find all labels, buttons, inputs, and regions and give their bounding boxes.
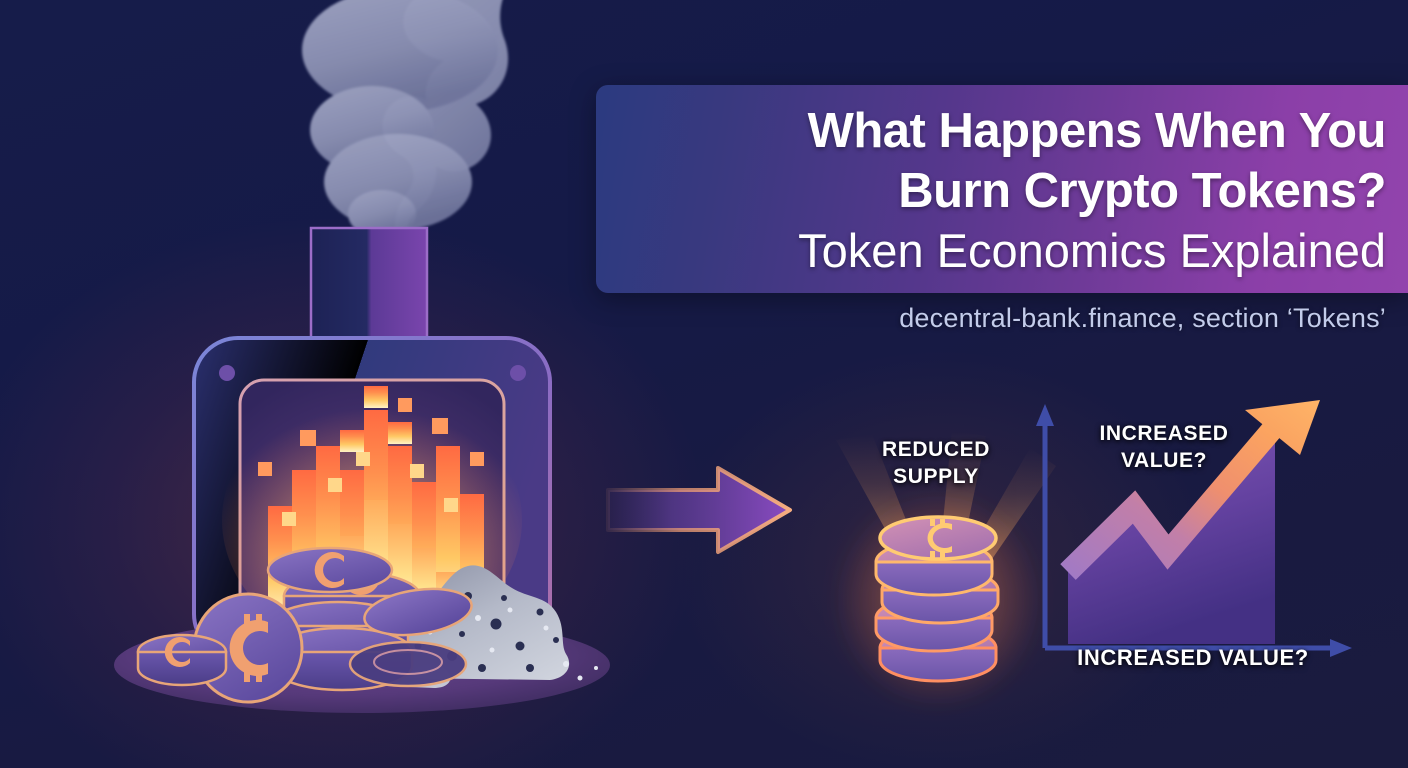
- chart-arrowhead: [1245, 400, 1320, 455]
- flow-arrow-icon: [606, 466, 792, 554]
- title-banner: What Happens When You Burn Crypto Tokens…: [596, 85, 1408, 293]
- label-increased-value-axis: INCREASED VALUE?: [1077, 645, 1309, 670]
- title-line-2: Burn Crypto Tokens?: [898, 164, 1386, 218]
- chart-line: [1060, 410, 1291, 580]
- x-axis-arrowhead: [1330, 639, 1352, 657]
- y-axis-arrowhead: [1036, 404, 1054, 426]
- title-line-3: Token Economics Explained: [798, 224, 1386, 277]
- value-growth-chart: [1036, 400, 1352, 657]
- label-increased-value-chart: INCREASED VALUE?: [1099, 422, 1229, 472]
- burning-coins-pile: [136, 546, 473, 704]
- chart-axes: [1042, 418, 1336, 651]
- label-reduced-supply: REDUCED SUPPLY: [881, 438, 991, 488]
- crypto-coin-symbol: [927, 519, 952, 558]
- title-line-1: What Happens When You: [807, 104, 1387, 158]
- chimney-icon: [309, 226, 429, 340]
- reduced-supply-coin-stack: [833, 430, 1056, 710]
- chart-area-fill: [1068, 425, 1275, 644]
- subtitle-source-line: decentral-bank.finance, section ‘Tokens’: [899, 303, 1386, 333]
- smoke-puff-upper: [302, 0, 498, 238]
